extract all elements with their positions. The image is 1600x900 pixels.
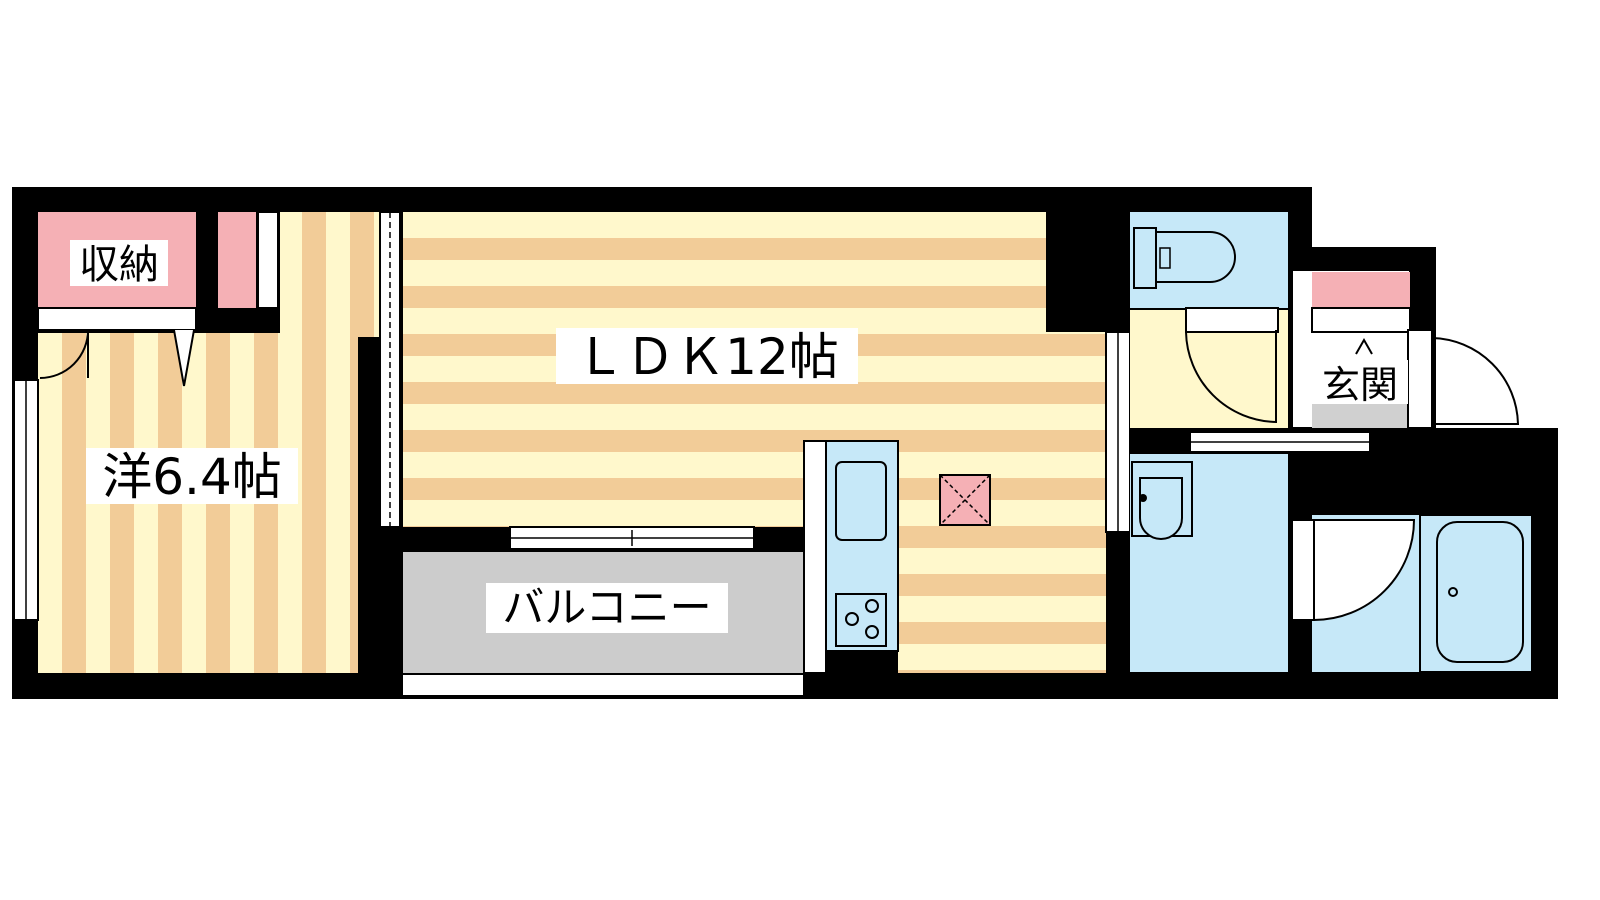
balcony-window[interactable] [509, 526, 755, 550]
stove-icon [835, 593, 887, 647]
partition [358, 211, 401, 675]
hallway [1130, 307, 1288, 428]
room-label-ldk: ＬＤＫ12帖 [575, 328, 839, 386]
western-room [38, 211, 380, 673]
left-window [13, 379, 39, 621]
toilet-icon [1133, 227, 1236, 289]
sliding-door[interactable] [1189, 431, 1371, 453]
closet-door[interactable] [39, 329, 195, 387]
ldk-room [403, 212, 1131, 673]
room-label-storage: 収納 [79, 242, 159, 288]
room-label-balcony: バルコニー [502, 583, 711, 632]
balcony [401, 552, 805, 697]
ventilation-icon [939, 474, 991, 526]
bathtub-icon [1419, 514, 1533, 673]
bathroom-door[interactable] [1291, 519, 1416, 622]
washbasin-icon [1131, 461, 1193, 540]
sink-icon [835, 461, 887, 541]
room-label-entrance: 玄関 [1322, 363, 1398, 407]
room-label-western: 洋6.4帖 [102, 448, 282, 506]
entrance-door[interactable] [1407, 329, 1520, 429]
